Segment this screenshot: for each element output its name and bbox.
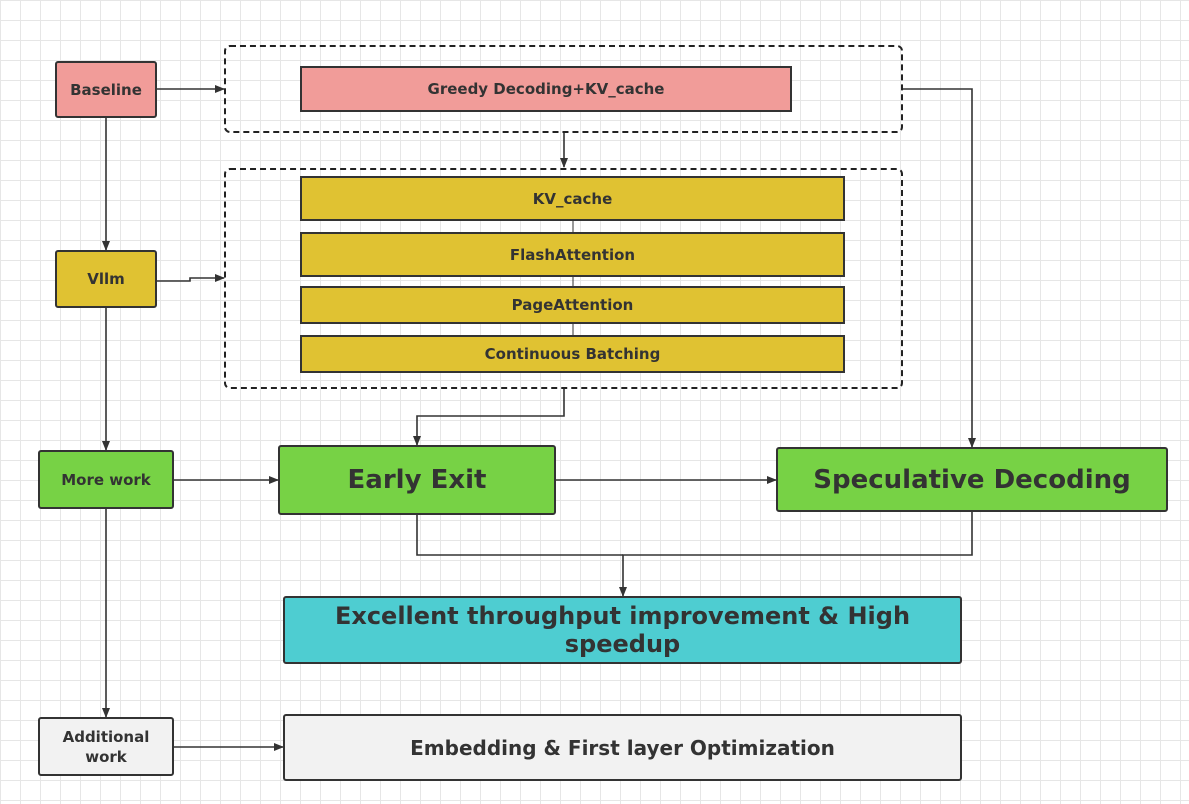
flash-attention-label: FlashAttention bbox=[509, 245, 636, 264]
vllm-label: Vllm bbox=[87, 270, 125, 288]
vllm-node[interactable]: Vllm bbox=[55, 250, 157, 308]
more-work-label: More work bbox=[61, 470, 151, 489]
page-attention-label: PageAttention bbox=[511, 296, 634, 314]
result-label: Excellent throughput improvement & High … bbox=[334, 602, 911, 658]
additional-work-node[interactable]: Additional work bbox=[38, 717, 174, 776]
vllm-group bbox=[224, 168, 903, 389]
edge-vllm-to-kv-group bbox=[157, 274, 225, 282]
speculative-decoding-node[interactable]: Speculative Decoding bbox=[776, 447, 1168, 512]
page-attention-node[interactable]: PageAttention bbox=[300, 286, 845, 324]
speculative-decoding-label: Speculative Decoding bbox=[813, 464, 1131, 495]
early-exit-label: Early Exit bbox=[347, 465, 487, 495]
more-work-node[interactable]: More work bbox=[38, 450, 174, 509]
edge-early-exit-to-result bbox=[416, 515, 623, 556]
baseline-group bbox=[224, 45, 903, 133]
edge-greedy-group-to-speculative bbox=[903, 88, 976, 448]
baseline-node[interactable]: Baseline bbox=[55, 61, 157, 118]
kv-cache-node[interactable]: KV_cache bbox=[300, 176, 845, 221]
flash-attention-node[interactable]: FlashAttention bbox=[300, 232, 845, 277]
greedy-decoding-node[interactable]: Greedy Decoding+KV_cache bbox=[300, 66, 792, 112]
embedding-node[interactable]: Embedding & First layer Optimization bbox=[283, 714, 962, 781]
kv-cache-label: KV_cache bbox=[532, 189, 613, 208]
continuous-batching-node[interactable]: Continuous Batching bbox=[300, 335, 845, 373]
edge-kv-group-to-early-exit bbox=[413, 389, 565, 446]
result-node[interactable]: Excellent throughput improvement & High … bbox=[283, 596, 962, 664]
embedding-label: Embedding & First layer Optimization bbox=[410, 735, 835, 760]
edge-speculative-to-result bbox=[619, 512, 973, 597]
baseline-label: Baseline bbox=[70, 80, 142, 99]
continuous-batching-label: Continuous Batching bbox=[484, 345, 661, 363]
greedy-decoding-label: Greedy Decoding+KV_cache bbox=[427, 80, 665, 98]
early-exit-node[interactable]: Early Exit bbox=[278, 445, 556, 515]
additional-work-label: Additional work bbox=[62, 727, 150, 766]
